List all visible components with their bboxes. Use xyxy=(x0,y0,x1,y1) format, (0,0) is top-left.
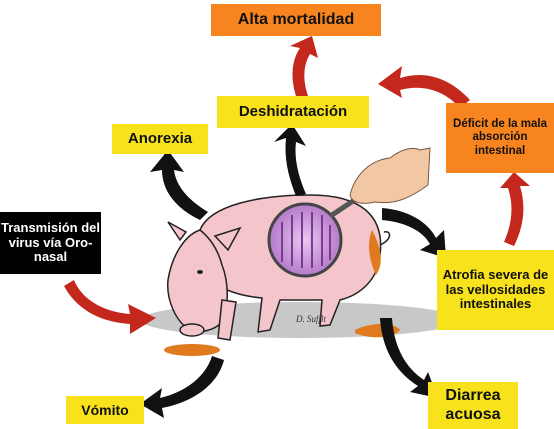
label-deshidratacion: Deshidratación xyxy=(217,96,369,128)
vomit-puddle xyxy=(164,344,220,356)
label-transmision-virus: Transmisión del virus vía Oro-nasal xyxy=(0,212,101,274)
pig-eye xyxy=(197,270,203,274)
arrow-to-anorexia xyxy=(150,150,208,220)
arrow-deficit-to-deshidratacion xyxy=(378,66,470,108)
arrow-to-alta-mortalidad xyxy=(290,36,318,96)
arrow-to-vomito xyxy=(140,356,224,418)
arrow-atrofia-to-deficit xyxy=(500,172,530,246)
label-anorexia: Anorexia xyxy=(112,124,208,154)
label-deficit-absorcion: Déficit de la mala absorción intestinal xyxy=(446,103,554,173)
arrow-to-deshidratacion xyxy=(274,124,306,196)
arrow-transmision-to-pig xyxy=(64,280,156,334)
hand xyxy=(350,148,430,203)
label-alta-mortalidad: Alta mortalidad xyxy=(211,4,381,36)
label-atrofia-vellosidades: Atrofia severa de las vellosidades intes… xyxy=(437,250,554,330)
artist-signature: D. Sufflt xyxy=(295,314,327,324)
label-vomito: Vómito xyxy=(66,396,144,424)
label-diarrea-acuosa: Diarrea acuosa xyxy=(428,382,518,429)
